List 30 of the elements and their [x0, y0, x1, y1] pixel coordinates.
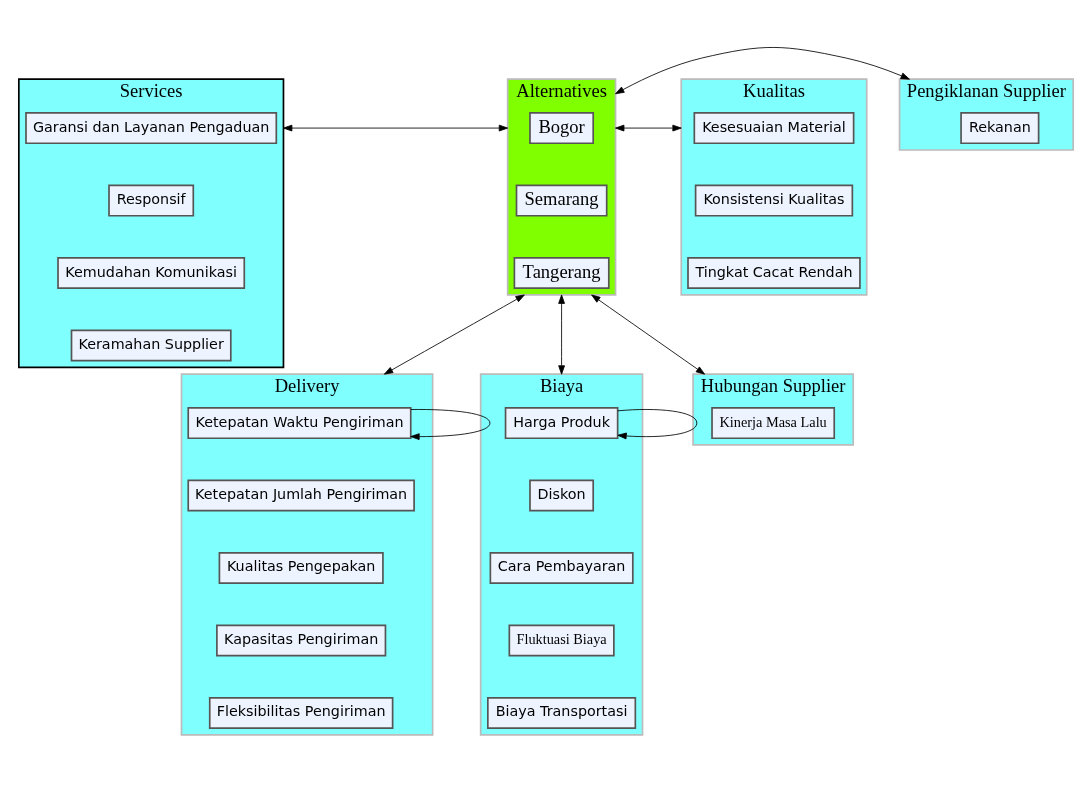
- node-box: Garansi dan Layanan Pengaduan: [25, 111, 278, 144]
- node-box: Fleksibilitas Pengiriman: [208, 696, 394, 729]
- arrow: [410, 408, 491, 440]
- arrow: [558, 294, 565, 375]
- node-box: Bogor: [529, 111, 595, 144]
- node-box: Harga Produk: [504, 406, 619, 439]
- node-box: Tangerang: [513, 256, 610, 289]
- arrow: [617, 408, 698, 439]
- node-box: Kapasitas Pengiriman: [216, 623, 387, 656]
- node-box: Konsistensi Kualitas: [694, 184, 854, 217]
- node-box: Kinerja Masa Lalu: [711, 406, 836, 439]
- arrow: [591, 294, 706, 375]
- node-box: Responsif: [108, 184, 195, 217]
- node-box: Semarang: [515, 184, 608, 217]
- node-box: Diskon: [529, 479, 595, 512]
- node-box: Fluktuasi Biaya: [508, 623, 615, 656]
- node-box: Rekanan: [960, 111, 1040, 144]
- arrow: [383, 294, 525, 375]
- node-box: Cara Pembayaran: [489, 551, 634, 584]
- node-box: Keramahan Supplier: [70, 329, 232, 362]
- arrow: [615, 46, 910, 94]
- node-box: Tingkat Cacat Rendah: [687, 256, 861, 289]
- arrow: [283, 124, 509, 131]
- node-box: Ketepatan Jumlah Pengiriman: [187, 479, 415, 512]
- node-box: Ketepatan Waktu Pengiriman: [187, 406, 412, 439]
- node-box: Kualitas Pengepakan: [218, 551, 384, 584]
- node-box: Biaya Transportasi: [487, 696, 637, 729]
- arrow: [615, 124, 682, 131]
- node-box: Kesesuaian Material: [693, 111, 855, 144]
- node-box: Kemudahan Komunikasi: [57, 256, 246, 289]
